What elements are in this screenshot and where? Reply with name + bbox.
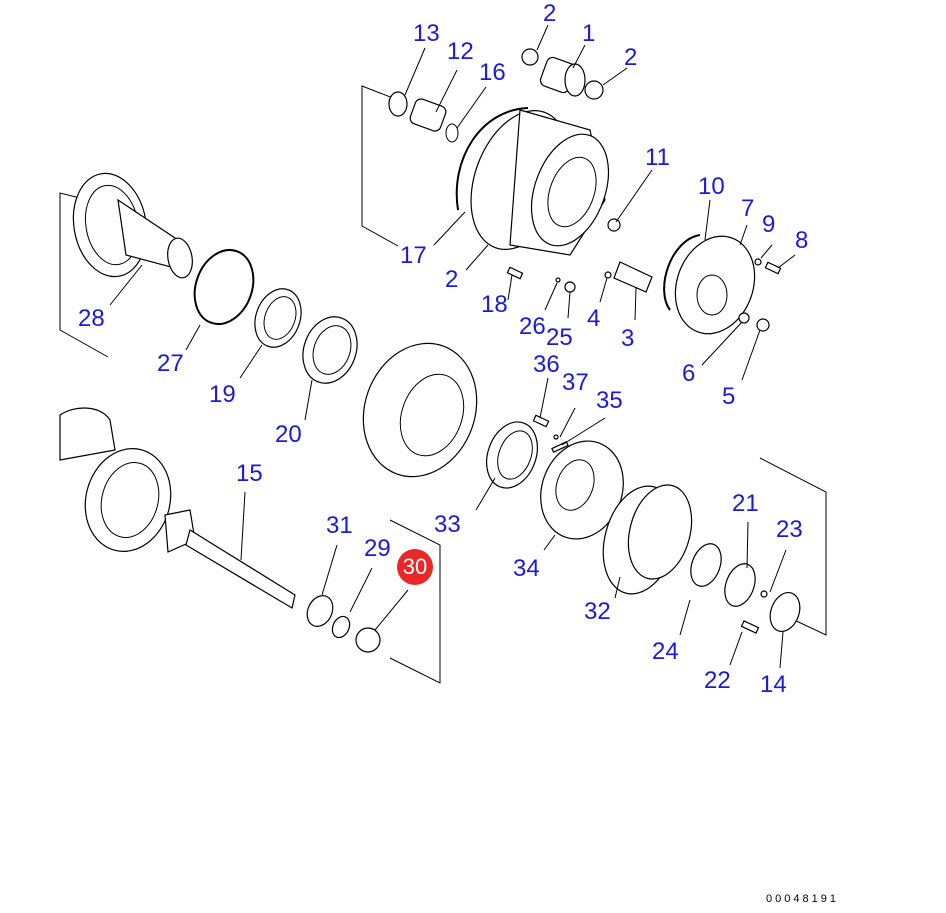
- label-part-27[interactable]: 26: [519, 313, 546, 340]
- label-part-32[interactable]: 31: [326, 512, 353, 539]
- part-21-bearing[interactable]: [294, 309, 366, 391]
- part-29-flange[interactable]: [66, 168, 196, 283]
- label-part-17[interactable]: 16: [479, 59, 506, 86]
- part-28-o-ring[interactable]: [185, 242, 264, 333]
- part-13-bearing[interactable]: [409, 97, 448, 132]
- label-part-31-highlighted[interactable]: 30: [397, 549, 433, 585]
- label-part-34[interactable]: 33: [434, 511, 461, 538]
- label-part-38[interactable]: 37: [562, 369, 589, 396]
- part-3-hub-housing[interactable]: [453, 97, 623, 263]
- label-part-7[interactable]: 6: [682, 360, 696, 387]
- label-part-15[interactable]: 14: [760, 671, 787, 698]
- label-part-28[interactable]: 27: [157, 350, 184, 377]
- part-2-nut-b[interactable]: [584, 80, 604, 100]
- label-part-9[interactable]: 8: [795, 227, 809, 254]
- label-part-36[interactable]: 35: [596, 387, 623, 414]
- part-20-seal[interactable]: [247, 282, 309, 353]
- part-16-axle-shaft[interactable]: [164, 509, 296, 609]
- part-15-washer[interactable]: [765, 588, 805, 635]
- label-part-10[interactable]: 9: [762, 211, 776, 238]
- label-part-5[interactable]: 4: [587, 305, 601, 332]
- label-part-29[interactable]: 28: [78, 305, 105, 332]
- part-22-gear[interactable]: [719, 560, 760, 611]
- label-part-2[interactable]: 2: [543, 0, 557, 27]
- label-part-6[interactable]: 5: [722, 383, 736, 410]
- group-bracket-top: [361, 85, 399, 247]
- part-18-o-ring[interactable]: [455, 107, 529, 211]
- label-part-14[interactable]: 13: [413, 20, 440, 47]
- group-bracket-shaft: [389, 519, 441, 684]
- part-23-bolt[interactable]: [740, 620, 760, 634]
- label-part-11[interactable]: 10: [698, 173, 725, 200]
- part-1-gear[interactable]: [539, 56, 586, 97]
- label-part-22[interactable]: 21: [732, 490, 759, 517]
- group-bracket-right: [759, 457, 827, 636]
- part-36-pin[interactable]: [551, 441, 569, 453]
- axle-housing: [59, 407, 172, 552]
- part-10-washer[interactable]: [754, 258, 762, 266]
- part-4-shaft[interactable]: [613, 261, 653, 293]
- label-part-23[interactable]: 22: [704, 667, 731, 694]
- label-part-21[interactable]: 20: [275, 421, 302, 448]
- part-5-ball[interactable]: [604, 271, 612, 279]
- label-part-24[interactable]: 23: [776, 516, 803, 543]
- leader-lines: [109, 24, 796, 669]
- part-33-ring-gear[interactable]: [592, 478, 701, 602]
- part-26-plug[interactable]: [564, 281, 576, 293]
- label-part-25[interactable]: 24: [652, 638, 679, 665]
- part-6-plug[interactable]: [756, 318, 770, 332]
- label-part-16[interactable]: 15: [236, 460, 263, 487]
- part-12-nut[interactable]: [607, 218, 621, 232]
- part-30-ring[interactable]: [329, 614, 353, 641]
- part-14-seal[interactable]: [388, 91, 408, 117]
- part-38-pin[interactable]: [553, 434, 559, 440]
- label-part-13[interactable]: 12: [447, 38, 474, 65]
- part-37-bolt[interactable]: [532, 414, 550, 428]
- label-part-3[interactable]: 2: [445, 266, 459, 293]
- drawing-id: 00048191: [766, 893, 839, 905]
- label-part-8[interactable]: 7: [741, 195, 755, 222]
- label-part-18[interactable]: 17: [400, 242, 427, 269]
- part-25-plate[interactable]: [685, 540, 726, 591]
- part-24-pin[interactable]: [760, 590, 768, 598]
- part-31-nut[interactable]: [355, 627, 381, 653]
- label-part-35[interactable]: 34: [513, 555, 540, 582]
- part-carrier-assembly[interactable]: [345, 327, 495, 492]
- part-9-bolt[interactable]: [764, 261, 782, 275]
- label-part-2[interactable]: 2: [624, 44, 638, 71]
- part-8-cover[interactable]: [662, 225, 768, 345]
- label-part-26[interactable]: 25: [546, 324, 573, 351]
- part-19-bolt[interactable]: [506, 266, 524, 280]
- label-part-33[interactable]: 32: [584, 598, 611, 625]
- label-part-37[interactable]: 36: [533, 351, 560, 378]
- label-part-4[interactable]: 3: [621, 325, 635, 352]
- label-part-12[interactable]: 11: [645, 144, 670, 171]
- part-17-ring[interactable]: [445, 123, 459, 143]
- label-part-20[interactable]: 19: [209, 381, 236, 408]
- part-32-seal[interactable]: [302, 591, 337, 630]
- part-7-ball[interactable]: [738, 312, 750, 324]
- part-2-nut-a[interactable]: [521, 48, 539, 66]
- part-27-ball[interactable]: [555, 277, 561, 283]
- label-part-30[interactable]: 29: [364, 535, 391, 562]
- part-34-bearing[interactable]: [478, 415, 546, 495]
- label-part-1[interactable]: 1: [582, 20, 596, 47]
- label-part-19[interactable]: 18: [481, 291, 508, 318]
